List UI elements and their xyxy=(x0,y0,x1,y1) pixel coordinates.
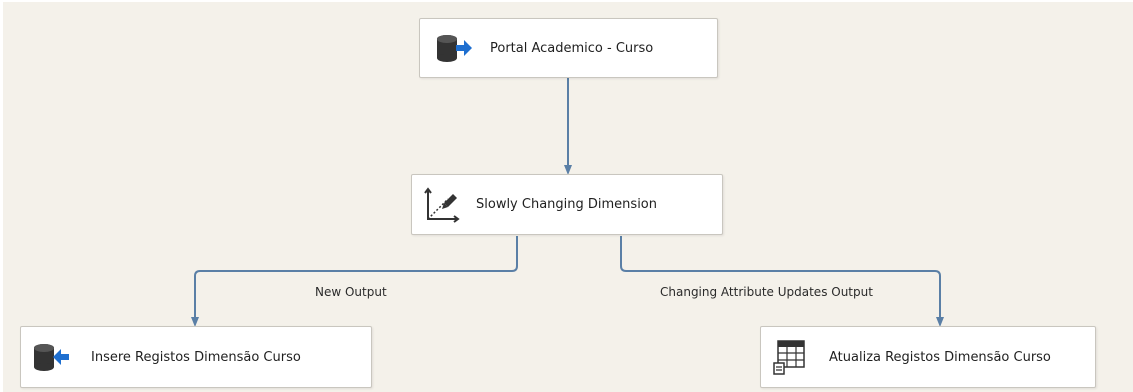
node-label: Insere Registos Dimensão Curso xyxy=(91,349,301,365)
node-label: Portal Academico - Curso xyxy=(490,40,654,56)
node-label: Atualiza Registos Dimensão Curso xyxy=(829,349,1051,365)
edge-label-new-output: New Output xyxy=(315,285,387,299)
database-source-icon xyxy=(434,28,474,68)
slowly-changing-dimension-component[interactable]: Slowly Changing Dimension xyxy=(411,174,723,235)
database-destination-icon xyxy=(31,337,71,377)
node-label: Slowly Changing Dimension xyxy=(476,197,657,212)
ole-db-command-icon xyxy=(771,337,811,377)
edge-label-changing-attribute-output: Changing Attribute Updates Output xyxy=(660,285,873,299)
destination-component-insere-registos[interactable]: Insere Registos Dimensão Curso xyxy=(20,326,372,388)
slowly-changing-dimension-icon xyxy=(422,185,462,225)
ole-db-command-component-atualiza-registos[interactable]: Atualiza Registos Dimensão Curso xyxy=(760,326,1096,388)
source-component-portal-academico[interactable]: Portal Academico - Curso xyxy=(419,18,718,78)
